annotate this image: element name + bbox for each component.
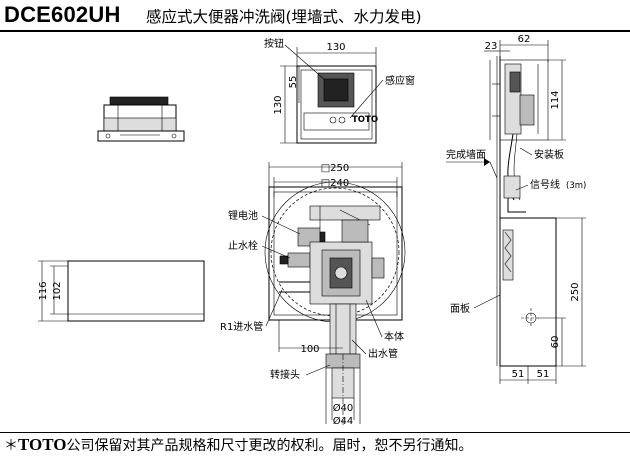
dim-250-square: □250 bbox=[321, 163, 350, 174]
label-panel: 面板 bbox=[450, 302, 470, 315]
dim-130-width: 130 bbox=[326, 42, 345, 53]
dim-51-right: 51 bbox=[537, 369, 550, 380]
label-battery: 锂电池 bbox=[228, 209, 258, 222]
dim-100: 100 bbox=[300, 344, 319, 355]
label-button: 按钮 bbox=[264, 37, 284, 50]
dim-114: 114 bbox=[550, 90, 561, 109]
label-outlet: 出水管 bbox=[368, 347, 398, 360]
dim-40: Ø40 bbox=[333, 402, 354, 414]
plate-brand: TOTO bbox=[352, 115, 378, 125]
side-install-view: 62 23 114 250 bbox=[446, 34, 586, 384]
header-rule bbox=[0, 30, 630, 32]
dim-44: Ø44 bbox=[333, 415, 354, 427]
dim-62: 62 bbox=[518, 34, 531, 45]
label-mount-plate: 安装板 bbox=[534, 148, 564, 161]
label-stop-valve: 止水栓 bbox=[228, 239, 258, 252]
footer-star: ＊ bbox=[4, 438, 18, 454]
dim-250-height: 250 bbox=[570, 282, 581, 301]
label-signal-wire: 信号线 bbox=[530, 178, 560, 191]
label-adapter: 转接头 bbox=[270, 368, 300, 381]
footer-brand: TOTO bbox=[18, 435, 67, 454]
dim-51-left: 51 bbox=[512, 369, 525, 380]
label-body: 本体 bbox=[384, 330, 404, 343]
model-number: DCE602UH bbox=[4, 2, 121, 27]
dim-55: 55 bbox=[288, 76, 299, 89]
front-panel-view: 130 TOTO 130 55 按钮 感应窗 bbox=[264, 37, 415, 144]
footer-text: 公司保留对其产品规格和尺寸更改的权利。届时，恕不另行通知。 bbox=[66, 438, 473, 454]
dim-60: 60 bbox=[550, 336, 561, 349]
top-view-unit bbox=[97, 96, 185, 142]
dim-102: 102 bbox=[52, 281, 63, 300]
footer-rule bbox=[0, 432, 630, 433]
side-view-unit: 116 102 bbox=[38, 260, 205, 322]
label-sensor-window: 感应窗 bbox=[385, 74, 415, 87]
dim-130-height: 130 bbox=[273, 95, 284, 114]
product-title: 感应式大便器冲洗阀(埋墙式、水力发电) bbox=[146, 8, 422, 26]
stop-valve bbox=[287, 252, 311, 268]
dim-116: 116 bbox=[38, 281, 49, 300]
footer-note: ＊TOTO公司保留对其产品规格和尺寸更改的权利。届时，恕不另行通知。 bbox=[4, 435, 473, 455]
dim-240-square: □240 bbox=[321, 178, 350, 189]
label-finished-wall: 完成墙面 bbox=[446, 148, 486, 161]
body-view: □250 □240 100 bbox=[220, 162, 406, 427]
label-r1-inlet: R1进水管 bbox=[220, 320, 263, 333]
dim-23: 23 bbox=[485, 41, 498, 52]
label-signal-wire-length: (3m) bbox=[566, 181, 586, 191]
technical-drawing: 116 102 130 TOTO 130 55 按钮 感应窗 bbox=[38, 34, 586, 427]
